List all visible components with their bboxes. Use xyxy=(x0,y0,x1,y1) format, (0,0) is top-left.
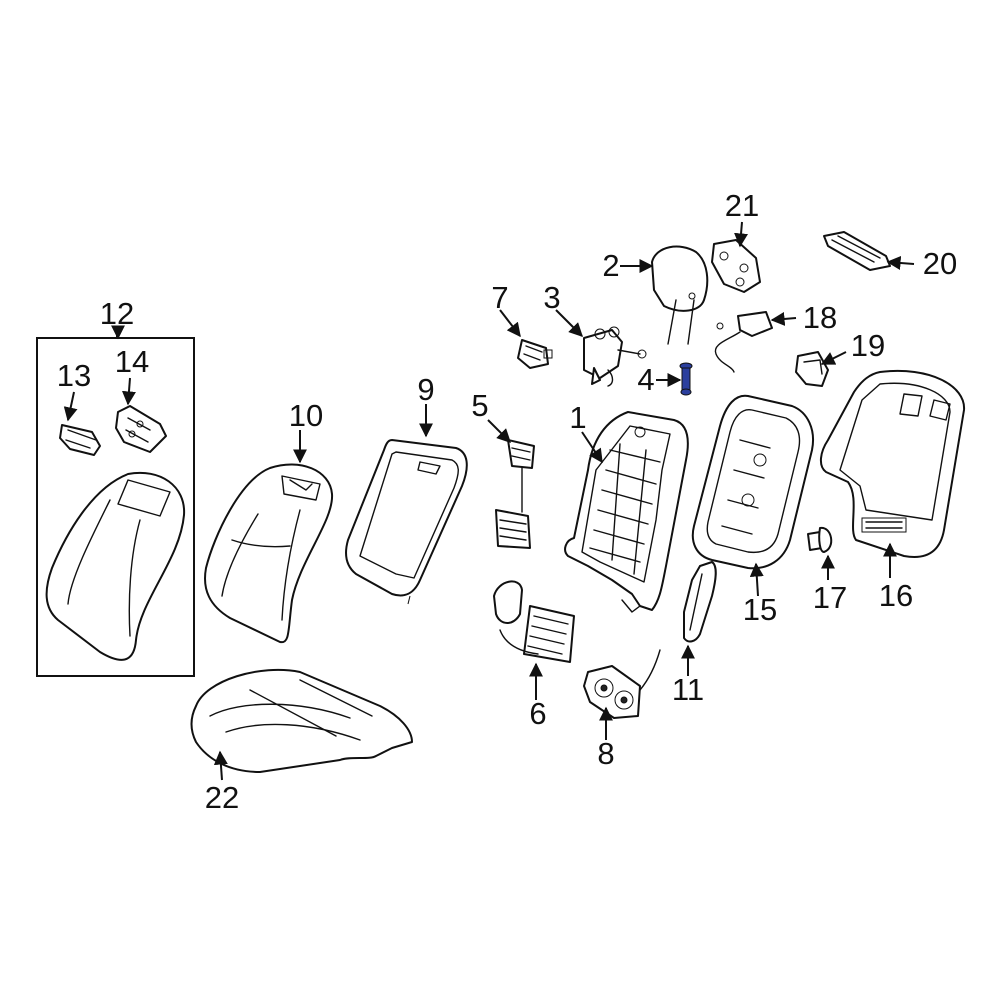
callout-16: 16 xyxy=(879,578,913,613)
part-15-backrest-shell xyxy=(691,394,814,570)
callout-4: 4 xyxy=(637,362,654,397)
part-16-rear-panel xyxy=(820,369,966,558)
leader-22 xyxy=(213,750,228,781)
part-2-headrest xyxy=(651,245,709,345)
leader-5 xyxy=(487,419,511,443)
leader-13 xyxy=(63,391,78,422)
callout-18: 18 xyxy=(803,300,837,335)
callout-1: 1 xyxy=(569,400,586,435)
part-7-module xyxy=(517,339,553,369)
callout-14: 14 xyxy=(115,344,149,379)
part-12-back-cover xyxy=(45,471,186,661)
leader-lines xyxy=(63,221,915,781)
part-9-back-panel xyxy=(345,439,468,605)
leader-15 xyxy=(749,562,764,597)
part-20-trim-strip xyxy=(823,231,891,271)
callout-labels: 12 13 14 10 9 22 5 7 3 1 2 4 6 8 11 15 1… xyxy=(57,188,957,815)
callout-11: 11 xyxy=(672,672,704,707)
callout-17: 17 xyxy=(813,580,847,615)
callout-21: 21 xyxy=(725,188,759,223)
callout-20: 20 xyxy=(923,246,957,281)
part-4-headrest-guide xyxy=(679,362,693,396)
callout-6: 6 xyxy=(529,696,546,731)
callout-5: 5 xyxy=(471,388,488,423)
callout-10: 10 xyxy=(289,398,323,433)
callout-7: 7 xyxy=(491,280,508,315)
part-19-cap xyxy=(795,351,829,387)
part-22-seat-cushion xyxy=(190,668,413,773)
part-17-clip xyxy=(807,526,833,553)
callout-15: 15 xyxy=(743,592,777,627)
part-8-control-module xyxy=(583,649,661,719)
part-5-lumbar-unit xyxy=(495,439,535,549)
part-13-cover xyxy=(59,424,101,456)
part-6-lumbar-pad xyxy=(493,580,575,663)
callout-2: 2 xyxy=(602,248,619,283)
leader-1 xyxy=(581,431,603,464)
leader-7 xyxy=(499,309,521,338)
callout-19: 19 xyxy=(851,328,885,363)
leader-19 xyxy=(820,351,847,365)
part-11-side-trim xyxy=(683,561,717,643)
leader-14 xyxy=(121,377,136,406)
callout-3: 3 xyxy=(543,280,560,315)
leader-3 xyxy=(555,309,583,337)
part-1-seat-frame xyxy=(564,411,689,613)
leader-21 xyxy=(734,221,749,248)
callout-22: 22 xyxy=(205,780,239,815)
callout-8: 8 xyxy=(597,736,614,771)
callout-9: 9 xyxy=(417,372,434,407)
part-21-bracket xyxy=(711,239,761,293)
callout-12: 12 xyxy=(100,296,134,331)
part-10-back-cover xyxy=(204,463,334,644)
leader-18 xyxy=(770,311,797,326)
part-18-connector xyxy=(714,311,773,373)
leader-20 xyxy=(886,255,915,270)
part-3-valve-block xyxy=(583,326,647,387)
part-14-bracket xyxy=(115,405,167,453)
callout-13: 13 xyxy=(57,358,91,393)
